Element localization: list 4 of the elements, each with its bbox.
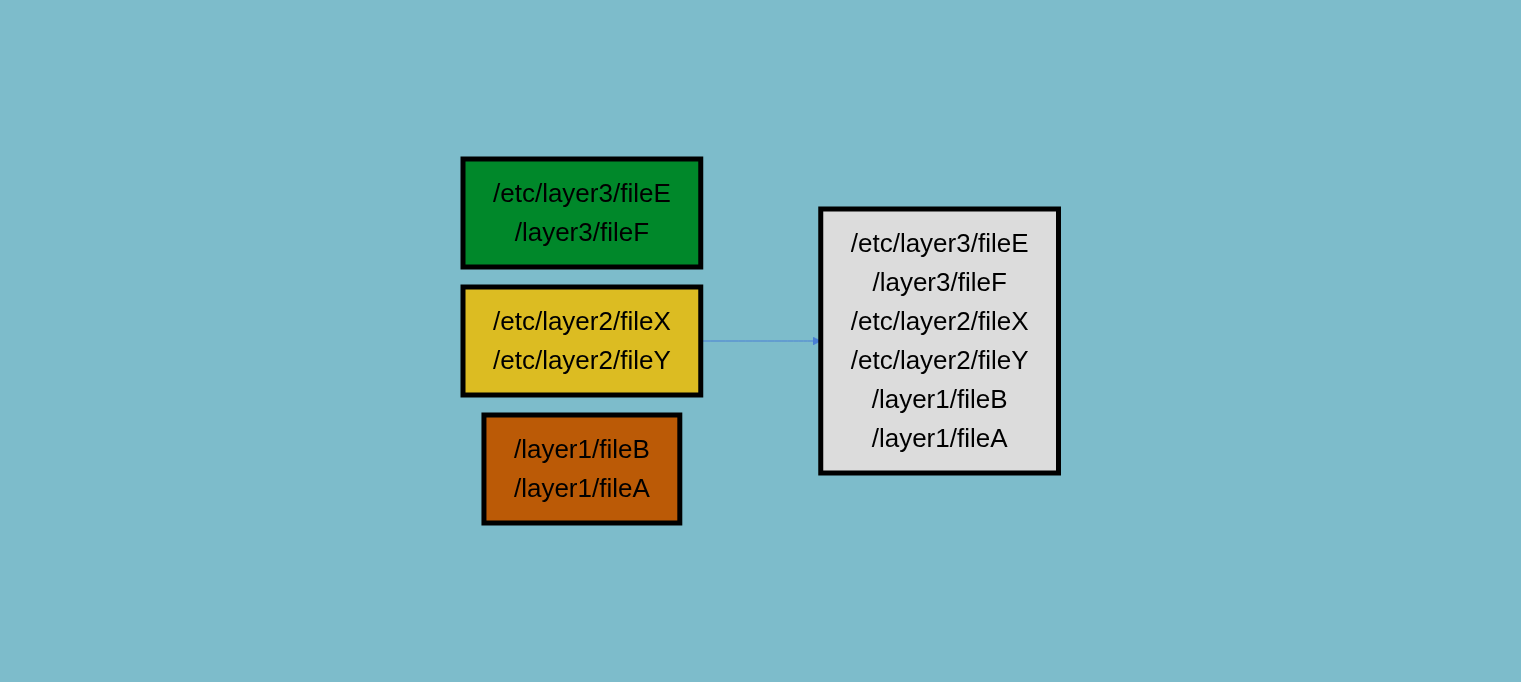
node-box: /etc/layer3/fileE /layer3/fileF /etc/layer2/fileX /etc/layer2/fileY /layer1/fileB /layer1/fileA <box>818 206 1061 476</box>
node-box: /layer1/fileB /layer1/fileA <box>481 412 683 526</box>
node-box: /etc/layer3/fileE /layer3/fileF <box>460 156 703 270</box>
node-box: /etc/layer2/fileX /etc/layer2/fileY <box>460 284 703 398</box>
